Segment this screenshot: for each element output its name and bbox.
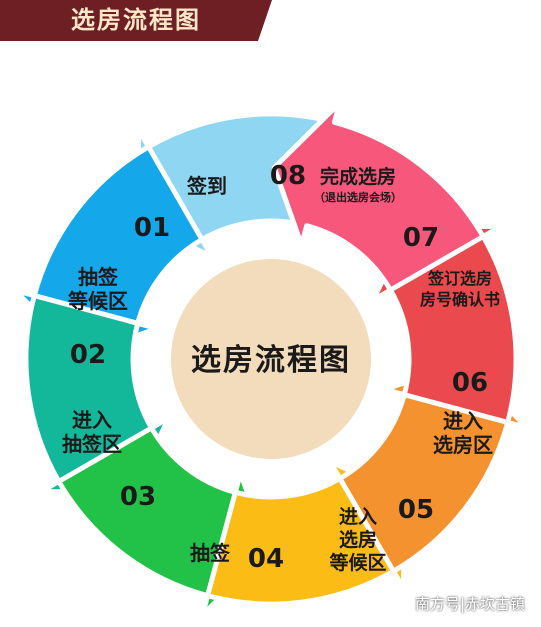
step-label-03: 抽签区 bbox=[62, 432, 122, 456]
step-label-07: 房号确认书 bbox=[420, 290, 500, 309]
step-number-08: 08 bbox=[270, 161, 306, 191]
step-number-05: 05 bbox=[398, 495, 434, 525]
step-sublabel-08: （退出选房会场） bbox=[314, 190, 402, 204]
step-label-05: 进入 bbox=[339, 506, 377, 528]
step-number-02: 02 bbox=[70, 340, 106, 370]
watermark: 南方号|赤坎古镇 bbox=[414, 595, 525, 613]
step-label-06: 选房区 bbox=[433, 433, 493, 457]
title-banner bbox=[0, 0, 272, 41]
step-label-01: 签到 bbox=[186, 174, 227, 198]
page-title: 选房流程图 bbox=[71, 6, 201, 34]
center-label: 选房流程图 bbox=[191, 343, 351, 378]
step-label-07: 签订选房 bbox=[427, 269, 492, 288]
step-segment-08 bbox=[271, 100, 486, 293]
step-label-05: 选房 bbox=[339, 528, 377, 551]
step-label-04: 抽签 bbox=[190, 541, 231, 565]
step-number-01: 01 bbox=[134, 213, 170, 243]
step-number-04: 04 bbox=[248, 544, 284, 574]
step-number-06: 06 bbox=[452, 368, 488, 398]
step-label-08: 完成选房 bbox=[320, 165, 396, 188]
step-label-02: 抽签 bbox=[78, 265, 119, 289]
step-number-07: 07 bbox=[403, 223, 439, 253]
step-number-03: 03 bbox=[120, 482, 156, 512]
step-label-02: 等候区 bbox=[68, 289, 128, 313]
step-label-06: 进入 bbox=[443, 409, 483, 433]
step-label-05: 等候区 bbox=[328, 551, 386, 574]
center-circle bbox=[171, 259, 371, 459]
step-label-03: 进入 bbox=[72, 408, 112, 432]
